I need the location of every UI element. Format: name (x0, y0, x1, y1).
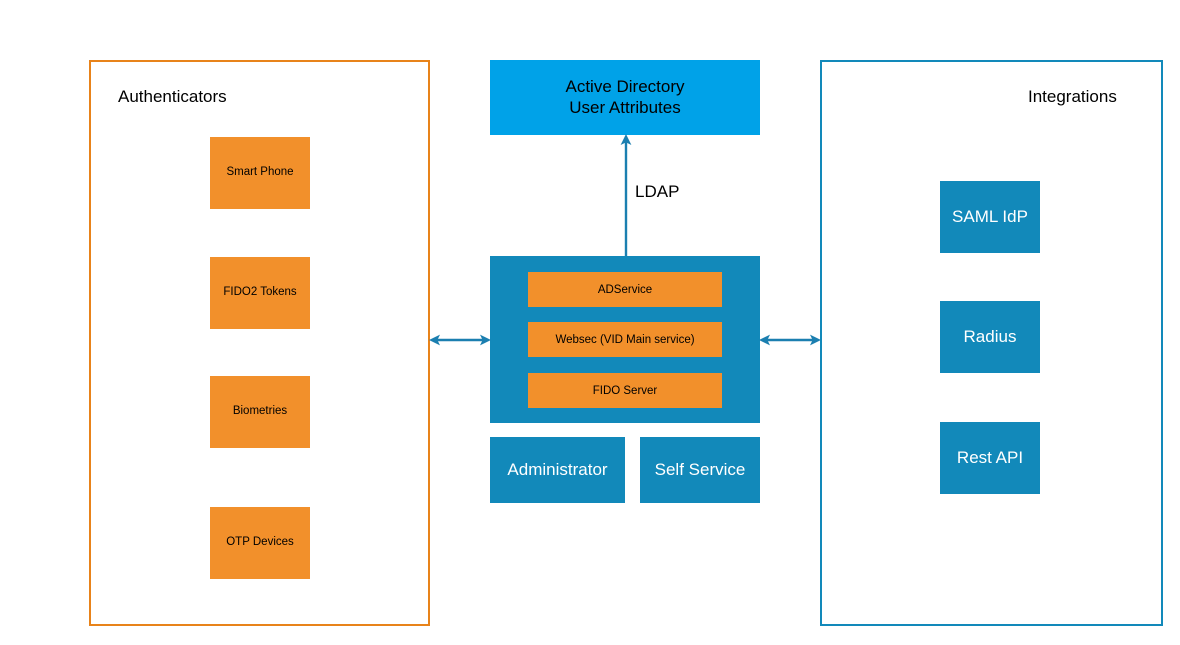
node-self-service[interactable]: Self Service (640, 437, 760, 503)
ldap-label: LDAP (635, 182, 680, 201)
node-otp-devices[interactable]: OTP Devices (210, 507, 310, 579)
core-service-fido-server[interactable]: FIDO Server (528, 373, 722, 408)
node-smart-phone[interactable]: Smart Phone (210, 137, 310, 209)
authenticators-core-connector-arrow (429, 334, 491, 346)
panel-integrations (820, 60, 1163, 626)
panel-authenticators-title: Authenticators (118, 87, 227, 106)
node-active-directory[interactable]: Active Directory User Attributes (490, 60, 760, 135)
core-service-websec[interactable]: Websec (VID Main service) (528, 322, 722, 357)
panel-integrations-title: Integrations (1028, 87, 1117, 106)
core-integrations-connector-arrow (759, 334, 821, 346)
node-administrator[interactable]: Administrator (490, 437, 625, 503)
node-biometries[interactable]: Biometries (210, 376, 310, 448)
active-directory-line2: User Attributes (569, 97, 681, 117)
node-radius[interactable]: Radius (940, 301, 1040, 373)
node-fido2-tokens[interactable]: FIDO2 Tokens (210, 257, 310, 329)
active-directory-line1: Active Directory (565, 77, 685, 97)
node-rest-api[interactable]: Rest API (940, 422, 1040, 494)
core-service-adservice[interactable]: ADService (528, 272, 722, 307)
node-saml-idp[interactable]: SAML IdP (940, 181, 1040, 253)
